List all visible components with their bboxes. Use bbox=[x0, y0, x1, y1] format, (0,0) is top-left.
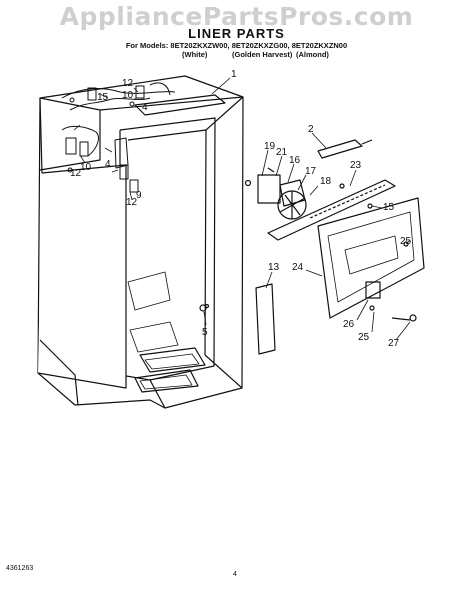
part-labels: 1 2 15 12 10 4 10 12 4 12 9 19 21 16 17 … bbox=[70, 69, 412, 349]
page-title: LINER PARTS bbox=[188, 26, 285, 41]
liner-cabinet bbox=[37, 75, 244, 409]
label-part-5: 5 bbox=[202, 327, 208, 338]
label-part-16: 16 bbox=[289, 155, 301, 166]
label-part-2: 2 bbox=[308, 124, 314, 135]
label-part-15-right: 15 bbox=[383, 202, 395, 213]
label-part-12-lower: 12 bbox=[70, 168, 82, 179]
label-part-1: 1 bbox=[231, 69, 237, 80]
fan-motor-assembly bbox=[244, 167, 307, 220]
label-part-10-lower: 10 bbox=[80, 162, 92, 173]
color-almond: (Almond) bbox=[296, 50, 329, 59]
top-wiring-assembly bbox=[61, 82, 176, 193]
part-23-duct bbox=[267, 179, 396, 241]
color-white: (White) bbox=[182, 50, 208, 59]
site-watermark: AppliancePartsPros.com bbox=[59, 2, 414, 31]
label-part-25-upper: 25 bbox=[400, 236, 412, 247]
label-part-19: 19 bbox=[264, 141, 276, 152]
label-part-10: 10 bbox=[122, 90, 134, 101]
fasteners bbox=[199, 183, 417, 322]
label-part-15: 15 bbox=[97, 92, 109, 103]
label-part-9: 9 bbox=[136, 190, 142, 201]
doc-number: 4361263 bbox=[6, 565, 34, 572]
label-part-13: 13 bbox=[268, 262, 280, 273]
page-number: 4 bbox=[233, 571, 237, 578]
label-part-4: 4 bbox=[142, 102, 148, 113]
part-24-rear-panel bbox=[317, 197, 425, 319]
label-part-23: 23 bbox=[350, 160, 362, 171]
leader-lines bbox=[73, 77, 411, 341]
label-part-25-lower: 25 bbox=[358, 332, 370, 343]
models-line: For Models: 8ET20ZKXZW00, 8ET20ZKXZG00, … bbox=[125, 41, 348, 50]
label-part-4-lower: 4 bbox=[105, 159, 111, 170]
label-part-12-bottom: 12 bbox=[126, 197, 138, 208]
label-part-26: 26 bbox=[343, 319, 355, 330]
label-part-27: 27 bbox=[388, 338, 400, 349]
label-part-21: 21 bbox=[276, 147, 288, 158]
label-part-17: 17 bbox=[305, 166, 317, 177]
part-13-baffle bbox=[255, 283, 276, 355]
label-part-12: 12 bbox=[122, 78, 134, 89]
label-part-18: 18 bbox=[320, 176, 332, 187]
part-2-tube bbox=[317, 139, 373, 159]
label-part-24: 24 bbox=[292, 262, 304, 273]
color-golden-harvest: (Golden Harvest) bbox=[232, 50, 293, 59]
